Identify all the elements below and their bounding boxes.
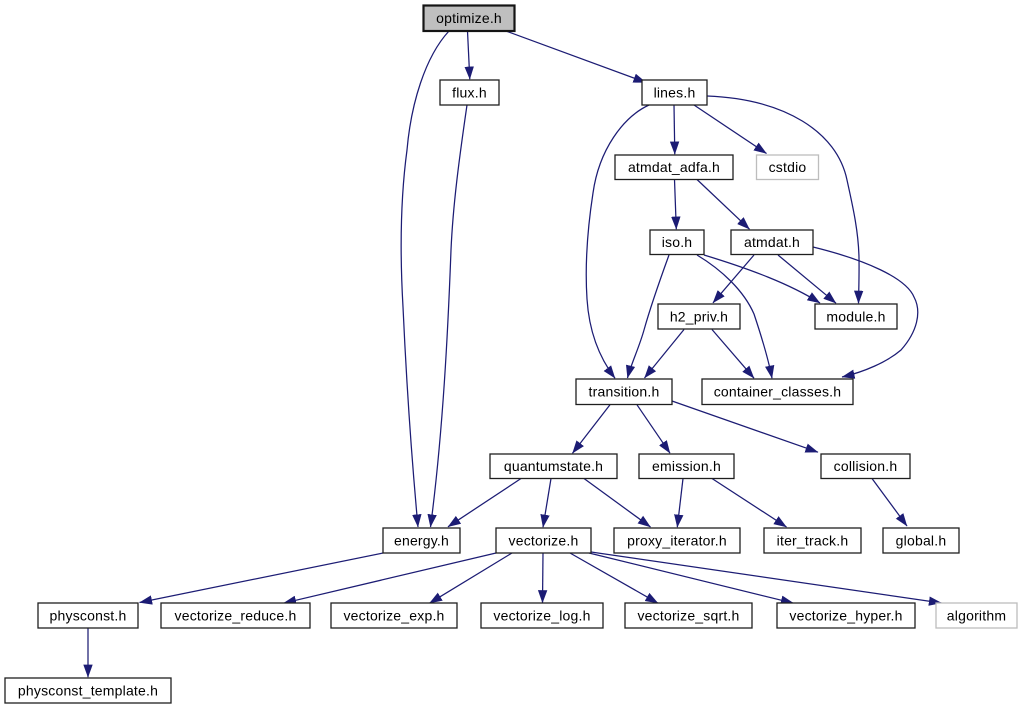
svg-text:atmdat_adfa.h: atmdat_adfa.h: [628, 159, 720, 175]
svg-text:vectorize_sqrt.h: vectorize_sqrt.h: [637, 607, 739, 623]
svg-text:flux.h: flux.h: [452, 84, 487, 100]
svg-text:optimize.h: optimize.h: [436, 10, 502, 26]
svg-text:algorithm: algorithm: [947, 607, 1006, 623]
svg-text:container_classes.h: container_classes.h: [714, 384, 842, 400]
svg-text:global.h: global.h: [896, 532, 947, 548]
svg-text:vectorize.h: vectorize.h: [509, 532, 579, 548]
svg-text:physconst_template.h: physconst_template.h: [18, 682, 158, 698]
svg-text:energy.h: energy.h: [394, 532, 449, 548]
svg-text:iso.h: iso.h: [662, 234, 693, 250]
svg-text:iter_track.h: iter_track.h: [777, 532, 849, 548]
svg-text:h2_priv.h: h2_priv.h: [670, 308, 728, 324]
svg-text:cstdio: cstdio: [769, 159, 807, 175]
svg-text:emission.h: emission.h: [652, 458, 721, 474]
svg-text:vectorize_exp.h: vectorize_exp.h: [343, 607, 444, 623]
svg-text:physconst.h: physconst.h: [50, 607, 127, 623]
svg-text:module.h: module.h: [826, 308, 885, 324]
svg-text:vectorize_reduce.h: vectorize_reduce.h: [175, 607, 297, 623]
svg-text:transition.h: transition.h: [589, 384, 660, 400]
svg-text:collision.h: collision.h: [834, 458, 898, 474]
svg-text:vectorize_hyper.h: vectorize_hyper.h: [789, 607, 902, 623]
svg-text:vectorize_log.h: vectorize_log.h: [493, 607, 590, 623]
svg-text:quantumstate.h: quantumstate.h: [504, 458, 603, 474]
svg-text:lines.h: lines.h: [654, 84, 696, 100]
svg-text:atmdat.h: atmdat.h: [744, 234, 800, 250]
svg-text:proxy_iterator.h: proxy_iterator.h: [627, 532, 727, 548]
